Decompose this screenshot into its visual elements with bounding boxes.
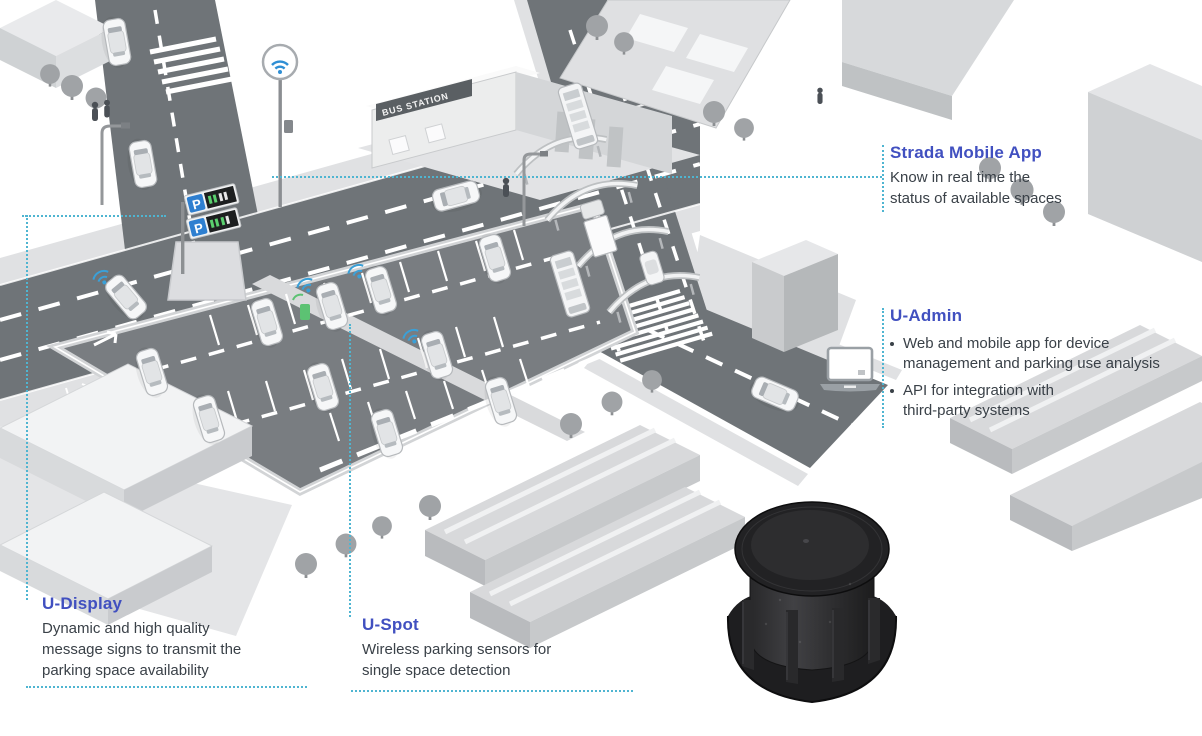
lane-arrow [93, 330, 118, 347]
parking-sign-p2: P [193, 220, 205, 237]
uadmin-bullet-1: Web and mobile app for device management… [890, 334, 1160, 374]
strada-title: Strada Mobile App [890, 143, 1043, 162]
uspot-underline [351, 690, 633, 692]
uadmin-bullet-2: API for integration with third-party sys… [890, 381, 1160, 421]
bullet-dot [890, 342, 894, 346]
crosswalk-junction [587, 288, 713, 363]
exit-road [597, 292, 888, 468]
parking-sign-p1: P [191, 196, 203, 213]
uspot-vertical-line [349, 324, 351, 617]
udisplay-desc-line3: parking space availability [42, 662, 209, 679]
uspot-desc-line2: single space detection [362, 662, 511, 679]
strada-connector-line [272, 176, 882, 178]
warehouse [1010, 402, 1202, 551]
udisplay-title: U-Display [42, 594, 123, 613]
udisplay-desc-line2: message signs to transmit the [42, 641, 242, 658]
uadmin-bullet2-line2: third-party systems [903, 402, 1030, 419]
uspot-title: U-Spot [362, 615, 419, 634]
crosswalk-top-left [149, 36, 233, 95]
udisplay-connector-line [22, 215, 166, 217]
warehouses [425, 325, 1202, 648]
udisplay-desc-line1: Dynamic and high quality [42, 620, 210, 637]
buildings [0, 0, 1202, 625]
wifi-pole [261, 43, 299, 207]
uspot-desc-line1: Wireless parking sensors for [362, 641, 552, 658]
parking-display-sign: P P [167, 183, 247, 301]
udisplay-vertical-line [26, 215, 28, 600]
street-lamps [100, 122, 548, 226]
sensor-photo [726, 501, 898, 704]
warehouse [425, 425, 700, 586]
udisplay-annotation: U-Display Dynamic and high quality messa… [42, 594, 241, 681]
charge-station [292, 293, 310, 320]
strada-desc-line2: status of available spaces [890, 190, 1062, 207]
uadmin-bullet1-line2: management and parking use analysis [903, 355, 1160, 372]
uadmin-title: U-Admin [890, 306, 963, 325]
warehouse [470, 487, 745, 648]
warehouse [950, 325, 1202, 474]
uadmin-bullet2-line1: API for integration with [903, 382, 1054, 399]
laptop-icon [818, 346, 882, 399]
uadmin-bullet1-line1: Web and mobile app for device [903, 335, 1110, 352]
bullet-dot [890, 389, 894, 393]
uadmin-bracket-line [882, 308, 884, 428]
strada-desc-line1: Know in real time the [890, 169, 1031, 186]
strada-bracket-line [882, 145, 884, 212]
platform-stripes [315, 139, 407, 168]
strada-annotation: Strada Mobile App Know in real time the … [890, 143, 1062, 209]
uspot-annotation: U-Spot Wireless parking sensors for sing… [362, 615, 551, 681]
udisplay-underline [26, 686, 307, 688]
wifi-icon [271, 60, 289, 74]
uadmin-annotation: U-Admin Web and mobile app for device ma… [890, 306, 1160, 421]
